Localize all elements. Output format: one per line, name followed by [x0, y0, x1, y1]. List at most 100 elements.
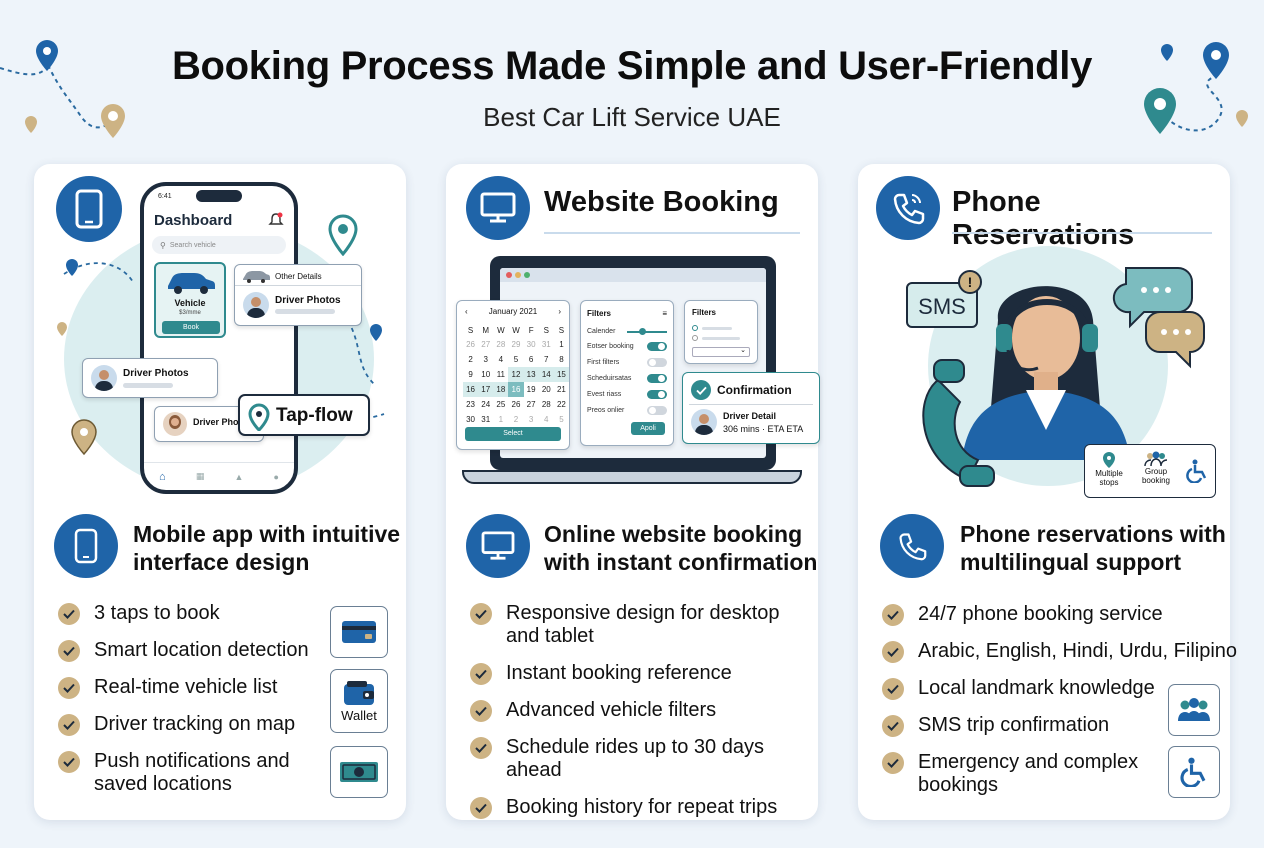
services-badge: Multiple stops Group booking — [1084, 444, 1216, 498]
filter-row: Preos onlier — [587, 406, 667, 415]
day-cell[interactable]: 5 — [513, 355, 519, 364]
section-title-line: interface design — [133, 549, 310, 575]
map-pin-icon — [71, 419, 97, 456]
day-cell[interactable]: 13 — [523, 367, 539, 382]
day-cell[interactable]: 7 — [544, 355, 549, 364]
day-cell[interactable]: 28 — [541, 400, 551, 409]
filters-panel-secondary: Filters ⌄ — [684, 300, 758, 364]
mobile-section-icon — [54, 514, 118, 578]
section-title-line: with instant confirmation — [544, 549, 818, 575]
day-cell[interactable]: 8 — [559, 355, 564, 364]
monitor-icon — [481, 531, 515, 560]
filter-toggle[interactable] — [647, 390, 667, 399]
filter-toggle[interactable] — [647, 358, 667, 367]
day-cell[interactable]: 6 — [528, 355, 534, 364]
cash-icon — [340, 762, 378, 782]
day-cell[interactable]: 24 — [481, 400, 491, 409]
sliders-icon[interactable]: ≡ — [662, 309, 667, 318]
day-cell[interactable]: 16 — [463, 382, 479, 397]
filter-label: Preos onlier — [587, 407, 625, 414]
calendar-panel: ‹ January 2021 › S M W W F S S 26 27 28 … — [456, 300, 570, 450]
day-cell[interactable]: 11 — [496, 370, 505, 379]
phone-icon — [899, 533, 927, 561]
radio-button[interactable] — [692, 325, 698, 331]
filters-panel: Filters ≡ Calender Eotser booking First … — [580, 300, 674, 446]
page-title: Booking Process Made Simple and User-Fri… — [171, 44, 1093, 88]
website-section-title: Online website booking with instant conf… — [544, 520, 817, 576]
day-cell[interactable]: 26 — [466, 340, 476, 349]
day-cell[interactable]: 12 — [508, 367, 524, 382]
feature-text: Responsive design for desktop — [506, 602, 780, 624]
wheelchair-icon — [1186, 459, 1207, 483]
profile-icon[interactable]: ● — [273, 471, 279, 482]
day-cell[interactable]: 4 — [544, 415, 549, 424]
day-cell[interactable]: 27 — [526, 400, 536, 409]
filter-toggle[interactable] — [647, 342, 667, 351]
day-cell[interactable]: 30 — [466, 415, 476, 424]
credit-card-icon — [342, 621, 376, 643]
search-bar[interactable]: ⚲ Search vehicle — [152, 236, 286, 254]
laptop-base — [462, 470, 802, 484]
day-cell[interactable]: 15 — [553, 367, 569, 382]
check-icon — [58, 640, 80, 662]
range-slider[interactable] — [627, 327, 667, 335]
radio-button[interactable] — [692, 335, 698, 341]
day-cell[interactable]: 19 — [526, 385, 536, 394]
filter-toggle[interactable] — [647, 374, 667, 383]
day-cell[interactable]: 25 — [496, 400, 506, 409]
bell-icon[interactable]: ▲ — [234, 471, 244, 482]
day-cell[interactable]: 26 — [511, 400, 521, 409]
select-button[interactable]: Select — [465, 427, 561, 441]
apply-button[interactable]: Apoli — [631, 422, 665, 435]
feature-text: Local landmark knowledge — [918, 677, 1155, 699]
day-cell[interactable]: 23 — [466, 400, 476, 409]
day-cell[interactable]: 10 — [481, 370, 491, 379]
day-cell[interactable]: 28 — [496, 340, 506, 349]
vehicle-card[interactable]: Vehicle $3/mme Book — [154, 262, 226, 338]
feature-item: Instant booking reference — [470, 662, 810, 685]
day-cell[interactable]: 31 — [481, 415, 491, 424]
feature-text: SMS trip confirmation — [918, 714, 1110, 736]
day-cell-selected[interactable]: 16 — [508, 382, 524, 397]
dropdown-select[interactable]: ⌄ — [692, 347, 750, 357]
day-cell[interactable]: 31 — [541, 340, 551, 349]
check-icon — [882, 604, 904, 626]
day-cell[interactable]: 9 — [468, 370, 473, 379]
day-cell[interactable]: 20 — [541, 385, 551, 394]
day-cell[interactable]: 2 — [513, 415, 519, 424]
day-cell[interactable]: 3 — [528, 415, 534, 424]
driver-detail-label: Driver Detail — [723, 411, 777, 421]
prev-month-icon[interactable]: ‹ — [465, 307, 468, 316]
next-month-icon[interactable]: › — [558, 307, 561, 316]
title-underline — [952, 232, 1212, 234]
day-cell[interactable]: 14 — [538, 367, 554, 382]
mobile-feature-list: 3 taps to book Smart location detection … — [58, 602, 338, 796]
day-cell[interactable]: 27 — [481, 340, 491, 349]
day-cell[interactable]: 21 — [556, 385, 566, 394]
feature-item: Booking history for repeat trips — [470, 796, 810, 819]
book-button[interactable]: Book — [162, 321, 220, 334]
day-cell[interactable]: 1 — [559, 340, 564, 349]
day-cell[interactable]: 18 — [493, 382, 509, 397]
day-cell[interactable]: 4 — [498, 355, 504, 364]
filter-label: First filters — [587, 359, 620, 366]
mobile-section-title: Mobile app with intuitive interface desi… — [133, 520, 400, 576]
day-cell[interactable]: 29 — [511, 340, 521, 349]
day-cell[interactable]: 30 — [526, 340, 536, 349]
feature-text: Advanced vehicle filters — [506, 699, 717, 721]
day-cell[interactable]: 3 — [483, 355, 488, 364]
day-cell[interactable]: 17 — [478, 382, 494, 397]
map-pin-icon — [1236, 110, 1248, 127]
day-cell[interactable]: 22 — [556, 400, 566, 409]
phone-reservations-card: Phone Reservations SMS ! Mul — [858, 164, 1237, 820]
other-details-label: Other Details — [275, 272, 322, 281]
map-pin-icon — [328, 214, 358, 256]
home-icon[interactable]: ⌂ — [159, 470, 166, 483]
day-cell[interactable]: 5 — [559, 415, 564, 424]
day-cell[interactable]: 2 — [468, 355, 473, 364]
wheelchair-icon — [1180, 757, 1206, 787]
filter-toggle[interactable] — [647, 406, 667, 415]
calendar-icon[interactable]: ▦ — [195, 471, 205, 481]
day-cell[interactable]: 1 — [498, 415, 504, 424]
